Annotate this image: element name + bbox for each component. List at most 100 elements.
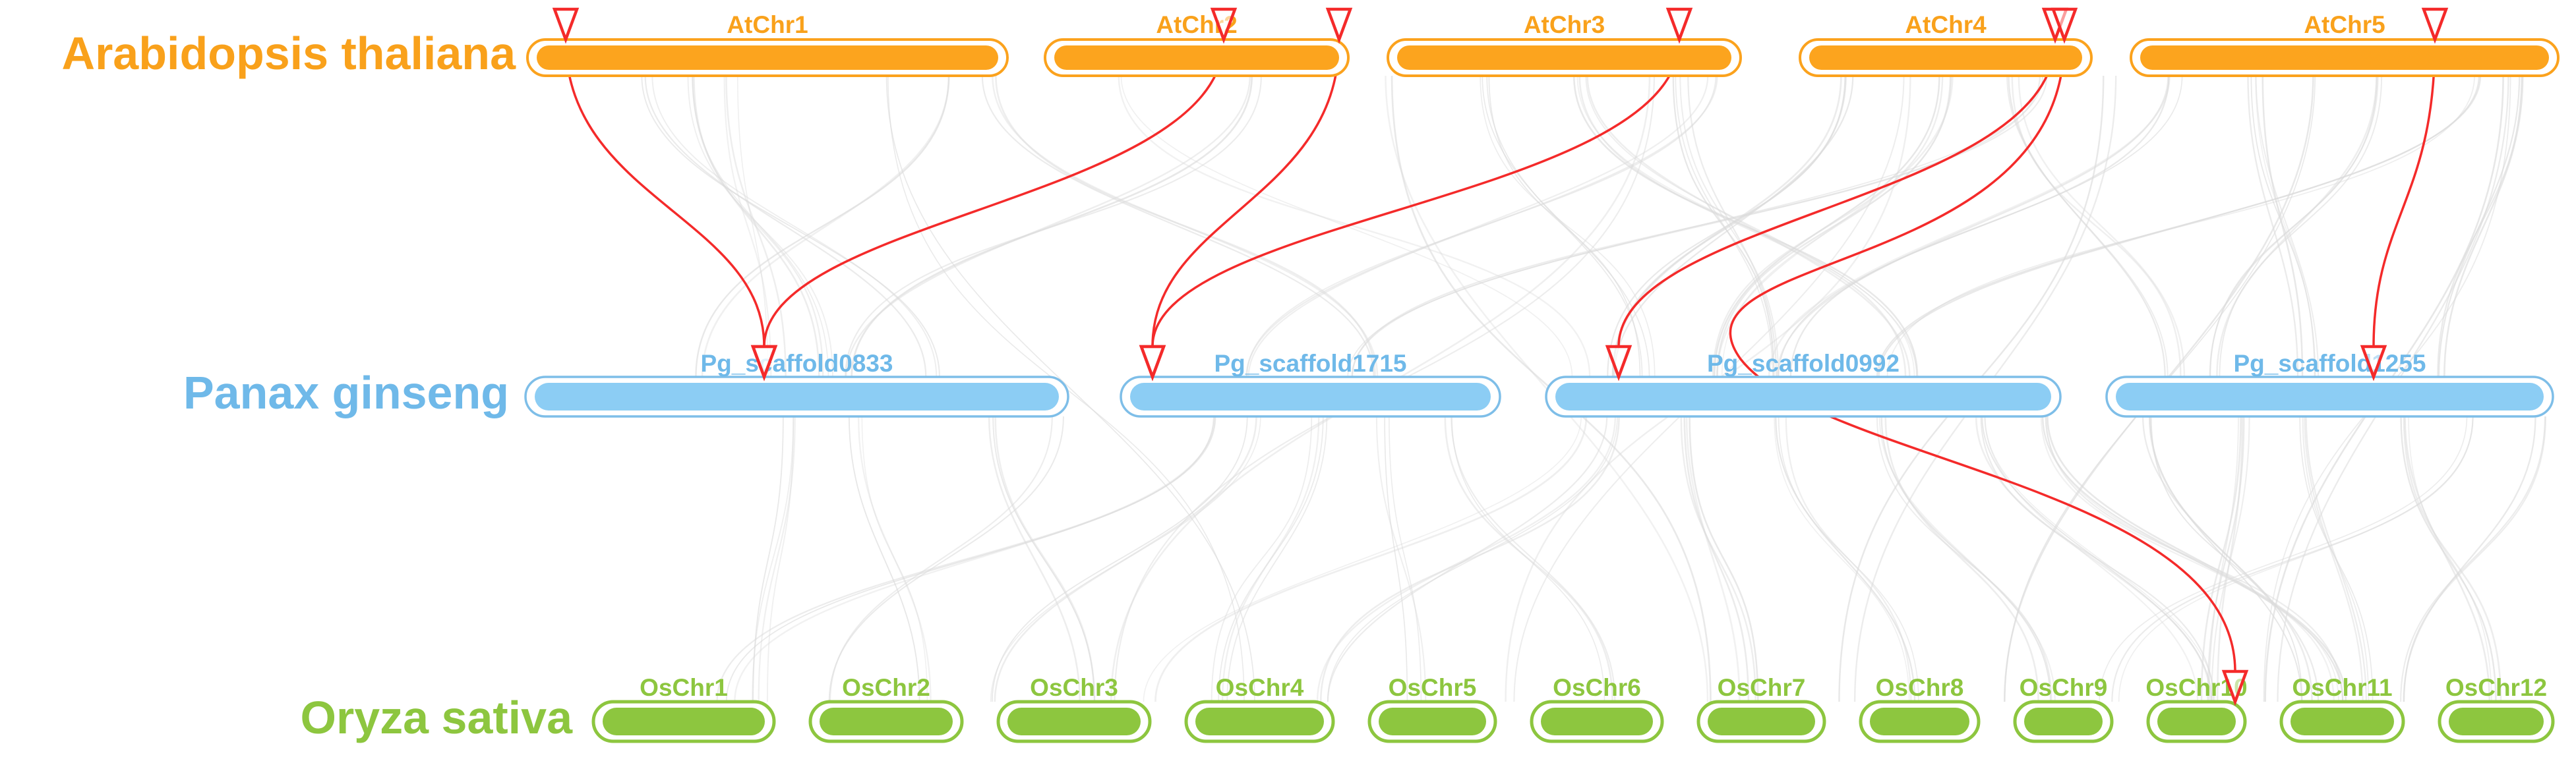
- gray-link: [1712, 75, 1944, 378]
- marker-triangle: [1210, 7, 1238, 44]
- gray-link: [1878, 416, 2056, 702]
- gray-link: [992, 416, 1096, 702]
- marker-triangle: [2221, 669, 2249, 706]
- gray-link: [1482, 75, 1650, 378]
- marker-triangle: [552, 7, 580, 44]
- gray-link: [1444, 416, 1613, 702]
- chromosome-bar: [2449, 708, 2544, 735]
- gray-link: [1578, 75, 1907, 378]
- gray-link: [857, 416, 932, 702]
- chromosome-bar: [2157, 708, 2236, 735]
- chromosome-bar: [535, 383, 1059, 411]
- chromosome-bar: [1130, 383, 1491, 411]
- gray-link: [2209, 75, 2379, 378]
- gray-link: [1613, 75, 1854, 378]
- chromosome-bars-layer: [524, 38, 2560, 743]
- gray-link: [1226, 416, 1328, 702]
- gray-link: [701, 75, 950, 378]
- species-label: Oryza sativa: [301, 692, 574, 743]
- gray-link: [692, 75, 829, 378]
- gray-link: [2111, 416, 2474, 702]
- gray-link: [1721, 75, 1952, 378]
- gray-link: [1576, 75, 1915, 378]
- gray-link: [2404, 416, 2491, 702]
- marker-triangle: [1325, 7, 1353, 44]
- gray-link: [716, 416, 1216, 702]
- gray-link: [1789, 75, 2170, 378]
- gray-link: [1384, 416, 1408, 702]
- gray-link: [1984, 416, 2216, 702]
- chromosome-bar: [1870, 708, 1969, 735]
- chromosome-bar: [537, 45, 998, 70]
- gray-link: [1774, 416, 1910, 702]
- species-label: Arabidopsis thaliana: [62, 28, 517, 79]
- gray-link: [845, 75, 1251, 378]
- gray-link: [725, 75, 787, 378]
- gray-link: [2118, 416, 2474, 702]
- gray-link: [1672, 75, 1775, 378]
- gray-link: [828, 416, 1064, 702]
- gray-link: [848, 416, 920, 702]
- marker-triangle: [2360, 345, 2387, 382]
- gray-link: [1586, 75, 1911, 378]
- gray-link: [1884, 416, 2039, 702]
- gray-link: [641, 75, 940, 378]
- gray-link: [2400, 416, 2497, 702]
- gray-link: [2299, 416, 2374, 702]
- gray-link: [2408, 416, 2492, 702]
- highlight-link: [1151, 39, 1340, 347]
- gray-link: [2040, 416, 2335, 702]
- gray-link: [1154, 416, 1588, 702]
- gray-link: [1451, 416, 1616, 702]
- gray-link: [644, 75, 927, 378]
- chromosome-bar: [1809, 45, 2082, 70]
- gray-link: [2216, 75, 2378, 378]
- highlight-link: [763, 39, 1225, 347]
- gray-link: [1683, 416, 1750, 702]
- gray-link: [2403, 416, 2502, 702]
- chromosome-bar: [2291, 708, 2394, 735]
- gray-link: [1247, 75, 1709, 378]
- gray-link: [1486, 75, 1643, 378]
- chromosome-bar: [820, 708, 953, 735]
- gray-link: [1327, 416, 1618, 702]
- chromosome-label: OsChr4: [1216, 674, 1304, 701]
- gray-link: [1211, 416, 1313, 702]
- gray-link: [1687, 75, 1778, 378]
- chromosome-label: AtChr4: [1905, 11, 1987, 38]
- gray-link: [1327, 416, 1608, 702]
- gray-link: [1778, 416, 1919, 702]
- gray-link: [1246, 75, 1717, 378]
- gray-link: [1319, 416, 1620, 702]
- gray-link: [992, 75, 1379, 378]
- gray-link: [1685, 416, 1741, 702]
- gray-link: [1981, 416, 2213, 702]
- gray-link: [2261, 75, 2304, 378]
- chromosome-label: OsChr3: [1030, 674, 1118, 701]
- chromosome-bar: [2116, 383, 2544, 411]
- chromosome-label: AtChr5: [2304, 11, 2385, 38]
- gray-link: [651, 75, 938, 378]
- chromosome-label: Pg_scaffold0833: [700, 350, 893, 377]
- chromosome-label: Pg_scaffold1715: [1214, 350, 1406, 377]
- gray-link: [2403, 416, 2546, 702]
- gray-link: [1480, 75, 1656, 378]
- gray-link: [2042, 416, 2344, 702]
- highlight-link: [1729, 39, 2236, 672]
- chromosome-bar: [1379, 708, 1486, 735]
- marker-triangle: [1605, 345, 1632, 382]
- gray-link: [1878, 75, 2482, 378]
- gray-link: [1776, 75, 2169, 378]
- gray-link: [851, 75, 1253, 378]
- gray-link: [2200, 416, 2242, 702]
- gray-link: [2216, 416, 2244, 702]
- gray-link: [2207, 416, 2245, 702]
- chromosome-label: OsChr5: [1389, 674, 1477, 701]
- gray-link: [758, 416, 796, 702]
- gray-link: [725, 416, 1214, 702]
- gray-link: [1714, 75, 1940, 378]
- gray-link: [995, 75, 1376, 378]
- gray-link: [1218, 416, 1324, 702]
- gray-link: [2304, 416, 2364, 702]
